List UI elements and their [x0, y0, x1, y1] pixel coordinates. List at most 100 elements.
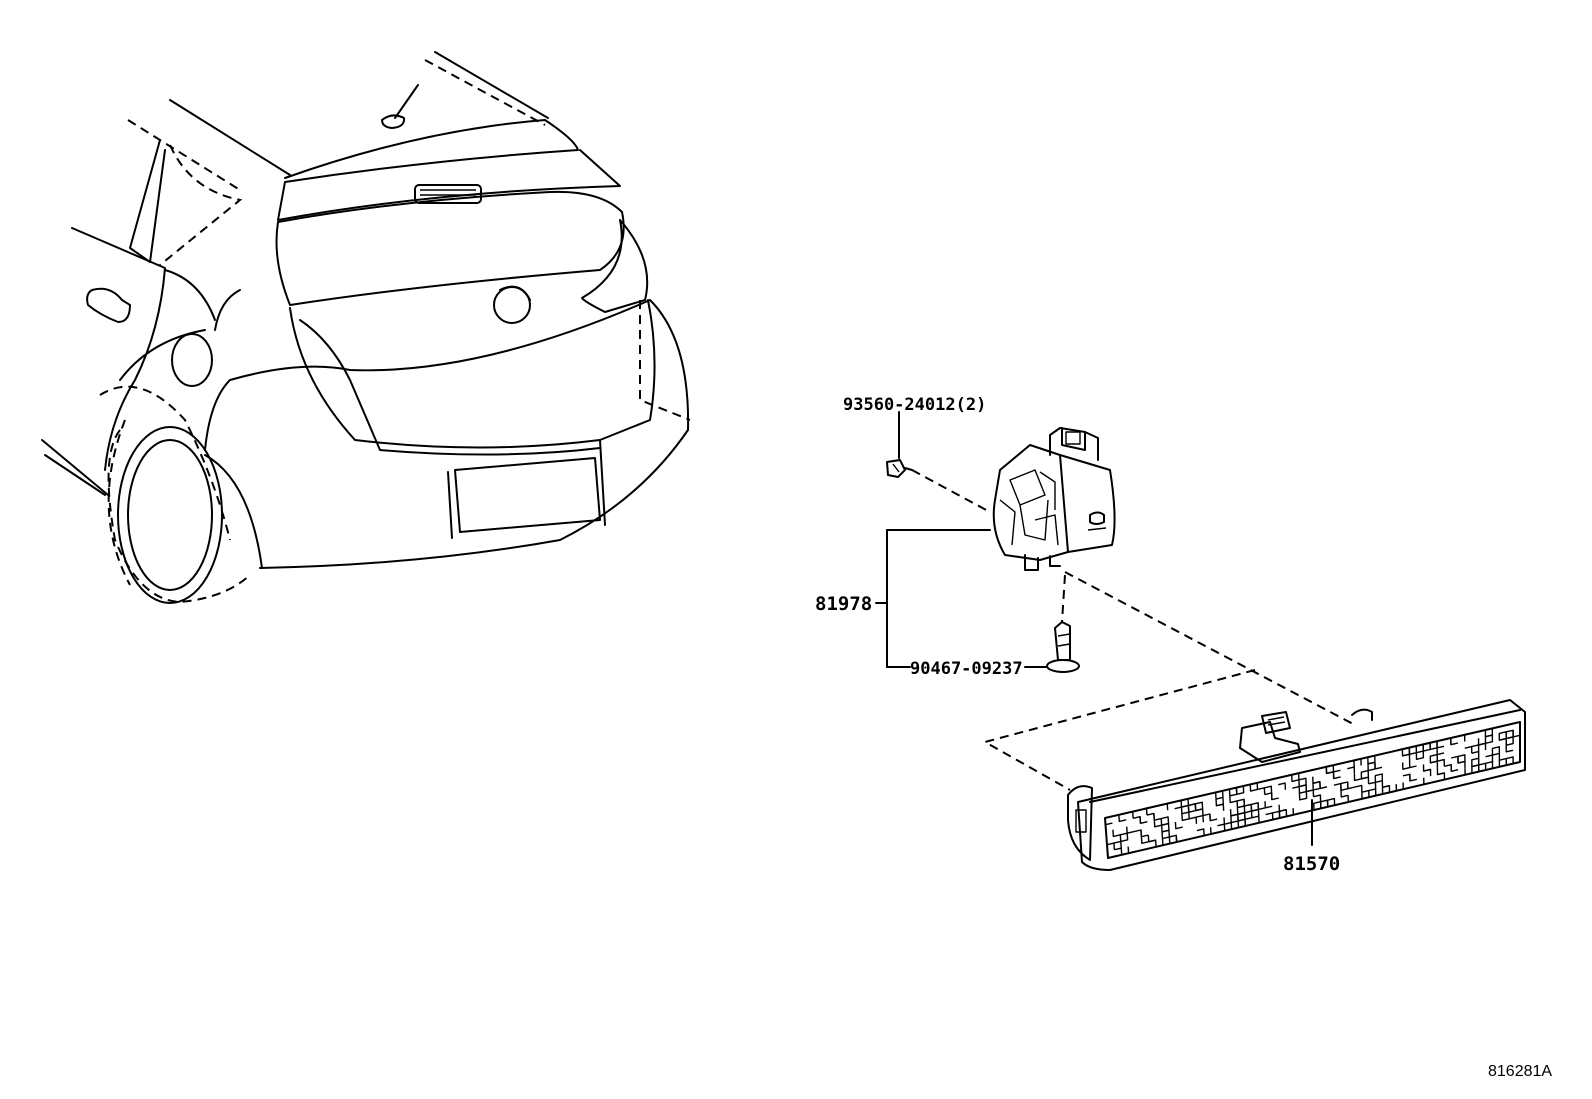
- lens-cell: [1209, 827, 1219, 835]
- lens-cell: [1272, 810, 1281, 819]
- bracket-illustration: [992, 427, 1116, 571]
- lens-cell: [1153, 820, 1162, 828]
- lens-cell: [1498, 760, 1507, 768]
- lens-cell: [1415, 750, 1425, 761]
- part-labels: 93560-24012(2) 81978 90467-09237 81570 8…: [815, 395, 1552, 1080]
- screw-93560-illustration: [886, 459, 913, 478]
- lens-cell: [1347, 795, 1356, 803]
- diagram-reference-code: 816281A: [1488, 1063, 1552, 1080]
- lens-cell: [1505, 745, 1514, 753]
- lens-cell: [1196, 828, 1205, 836]
- lens-cell: [1485, 761, 1494, 769]
- lens-cell: [1450, 764, 1459, 773]
- lens-cell: [1278, 782, 1287, 790]
- lens-cell: [1161, 838, 1170, 846]
- lens-cell: [1402, 753, 1411, 761]
- lens-cell: [1340, 781, 1349, 791]
- lens-cell: [1292, 808, 1301, 816]
- lens-cell: [1450, 755, 1459, 764]
- lens-cell: [1257, 787, 1266, 795]
- lens-cell: [1278, 809, 1288, 819]
- lens-cell: [1374, 773, 1384, 783]
- lens-cell: [1395, 784, 1404, 792]
- lens-cell: [1161, 829, 1171, 840]
- part-label-93560: 93560-24012(2): [843, 395, 986, 415]
- lens-cell: [1299, 784, 1308, 792]
- part-label-81978: 81978: [815, 593, 872, 615]
- lens-cell: [1127, 846, 1136, 854]
- lens-cell: [1423, 768, 1432, 777]
- lens-cell: [1367, 761, 1376, 772]
- lens-cell: [1306, 789, 1315, 797]
- lens-cell: [1132, 815, 1142, 824]
- lens-cell: [1368, 781, 1377, 789]
- lens-cell: [1270, 792, 1279, 801]
- lens-cell: [1119, 832, 1129, 843]
- lens-cell: [1244, 803, 1253, 812]
- lens-cell: [1174, 806, 1183, 814]
- lens-cell: [1249, 782, 1259, 792]
- lens-cell: [1457, 760, 1466, 769]
- lens-cell: [1478, 742, 1487, 751]
- lens-cell: [1228, 786, 1238, 797]
- lens-cell: [1104, 817, 1113, 826]
- lens-cell: [1332, 765, 1341, 773]
- lens-cell: [1402, 782, 1411, 790]
- lens-cell: [1313, 794, 1322, 802]
- lens-cell: [1153, 813, 1162, 821]
- part-label-81570: 81570: [1283, 853, 1340, 875]
- lens-cell: [1125, 810, 1134, 819]
- lens-cell: [1478, 762, 1487, 773]
- lens-cell: [1215, 790, 1224, 798]
- lens-cell: [1257, 802, 1266, 811]
- lens-cell: [1368, 788, 1377, 796]
- lens-cell: [1408, 760, 1417, 769]
- lens-cell: [1139, 816, 1148, 825]
- vehicle-rear-illustration: [41, 51, 691, 604]
- lens-cell: [1264, 801, 1273, 809]
- lens-cell: [1230, 813, 1239, 824]
- lens-cell: [1264, 785, 1273, 793]
- lens-cell: [1209, 813, 1218, 822]
- lens-cell: [1195, 814, 1205, 823]
- lens-cell: [1133, 829, 1143, 837]
- lens-cell: [1361, 789, 1370, 800]
- lens-cell: [1340, 790, 1349, 798]
- lens-cell: [1347, 781, 1355, 790]
- lens-cell: [1381, 785, 1391, 795]
- stop-lamp-on-car: [414, 184, 482, 204]
- lens-cell: [1333, 782, 1342, 791]
- lens-cell: [1112, 829, 1121, 838]
- lens-cell: [1464, 745, 1473, 754]
- lens-cell: [1437, 758, 1445, 767]
- lens-cell: [1319, 799, 1329, 810]
- lens-cell: [1181, 811, 1190, 822]
- clip-90467-illustration: [1046, 621, 1080, 673]
- lens-cell: [1251, 808, 1260, 817]
- lens-cell: [1374, 762, 1383, 770]
- lens-cell: [1168, 834, 1178, 845]
- lens-cell: [1353, 773, 1362, 782]
- lens-cell: [1243, 810, 1253, 821]
- lens-cell: [1423, 777, 1431, 786]
- lens-cell: [1140, 836, 1149, 845]
- lens-cell: [1409, 774, 1418, 782]
- lens-cell: [1113, 840, 1122, 849]
- lens-cell: [1195, 808, 1204, 816]
- lens-cell: [1436, 741, 1445, 749]
- lens-cell: [1430, 760, 1439, 768]
- lens-cell: [1291, 772, 1300, 783]
- lens-cell: [1126, 826, 1135, 834]
- lens-cell: [1106, 851, 1116, 859]
- lens-cell: [1118, 814, 1127, 823]
- lens-cell: [1319, 781, 1328, 790]
- assembly-guide-lines: [911, 469, 1356, 791]
- lens-cell: [1160, 802, 1169, 811]
- part-label-90467: 90467-09237: [910, 659, 1023, 679]
- lens-cell: [1437, 772, 1446, 780]
- lens-cell: [1235, 785, 1245, 795]
- lens-cell: [1265, 812, 1274, 820]
- stop-lamp-assembly-illustration: [1067, 699, 1526, 871]
- lens-cell: [1505, 736, 1514, 746]
